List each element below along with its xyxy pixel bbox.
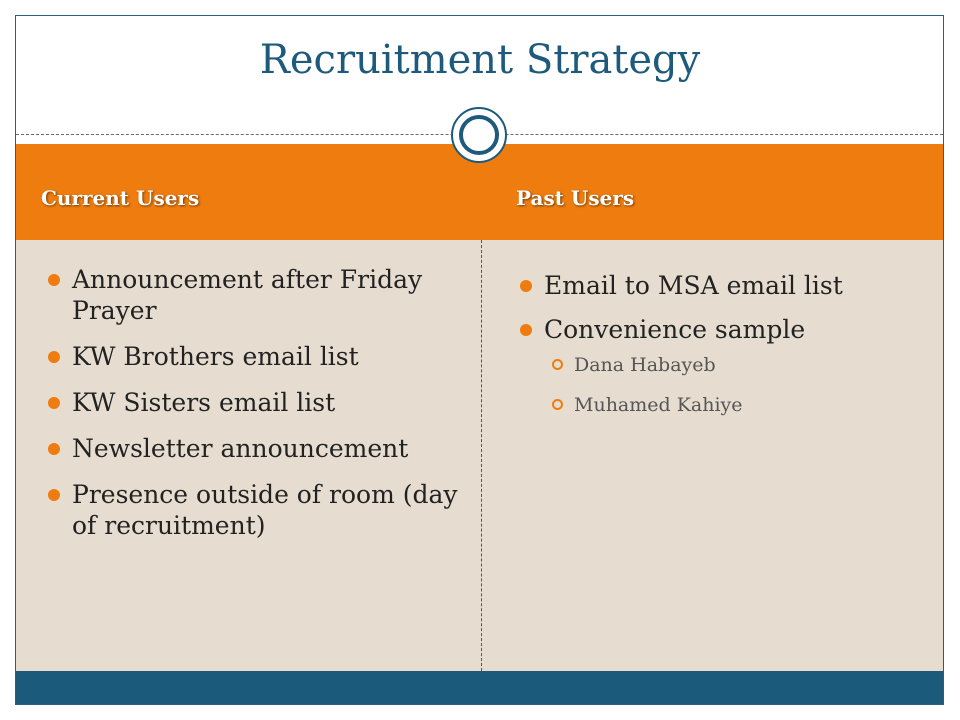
list-item: Newsletter announcement	[44, 433, 464, 464]
bullet-icon	[48, 397, 60, 409]
sub-bullet-icon	[552, 399, 563, 410]
list-item: KW Brothers email list	[44, 341, 464, 372]
list-item-text: Convenience sample	[544, 315, 806, 344]
list-item: Presence outside of room (day of recruit…	[44, 479, 464, 541]
list-item: Announcement after Friday Prayer	[44, 264, 464, 326]
bullet-icon	[520, 324, 532, 336]
bullet-icon	[48, 351, 60, 363]
list-item-text: Email to MSA email list	[544, 271, 843, 300]
bullet-icon	[48, 274, 60, 286]
list-item-text: Announcement after Friday Prayer	[72, 265, 423, 325]
table-body	[16, 240, 943, 671]
column-header-current-users: Current Users	[41, 186, 200, 210]
slide-title: Recruitment Strategy	[259, 37, 701, 83]
list-item: Email to MSA email list	[516, 270, 936, 301]
sub-list-item: Muhamed Kahiye	[544, 393, 936, 417]
bullet-icon	[48, 489, 60, 501]
convenience-sample-sublist: Dana Habayeb Muhamed Kahiye	[544, 353, 936, 417]
list-item-text: Newsletter announcement	[72, 434, 409, 463]
list-item: Convenience sample Dana Habayeb Muhamed …	[516, 314, 936, 417]
ring-icon	[451, 107, 507, 163]
ring-inner	[459, 115, 499, 155]
sub-list-item: Dana Habayeb	[544, 353, 936, 377]
past-users-list: Email to MSA email list Convenience samp…	[516, 270, 936, 433]
footer-bar	[16, 671, 943, 704]
sub-list-item-text: Dana Habayeb	[574, 354, 716, 376]
list-item-text: KW Brothers email list	[72, 342, 359, 371]
bullet-icon	[48, 443, 60, 455]
sub-list-item-text: Muhamed Kahiye	[574, 394, 743, 416]
list-item-text: Presence outside of room (day of recruit…	[72, 480, 458, 540]
bullet-icon	[520, 280, 532, 292]
column-header-past-users: Past Users	[516, 186, 635, 210]
list-item: KW Sisters email list	[44, 387, 464, 418]
column-divider	[481, 240, 482, 671]
current-users-list: Announcement after Friday Prayer KW Brot…	[44, 264, 464, 556]
list-item-text: KW Sisters email list	[72, 388, 336, 417]
sub-bullet-icon	[552, 359, 563, 370]
